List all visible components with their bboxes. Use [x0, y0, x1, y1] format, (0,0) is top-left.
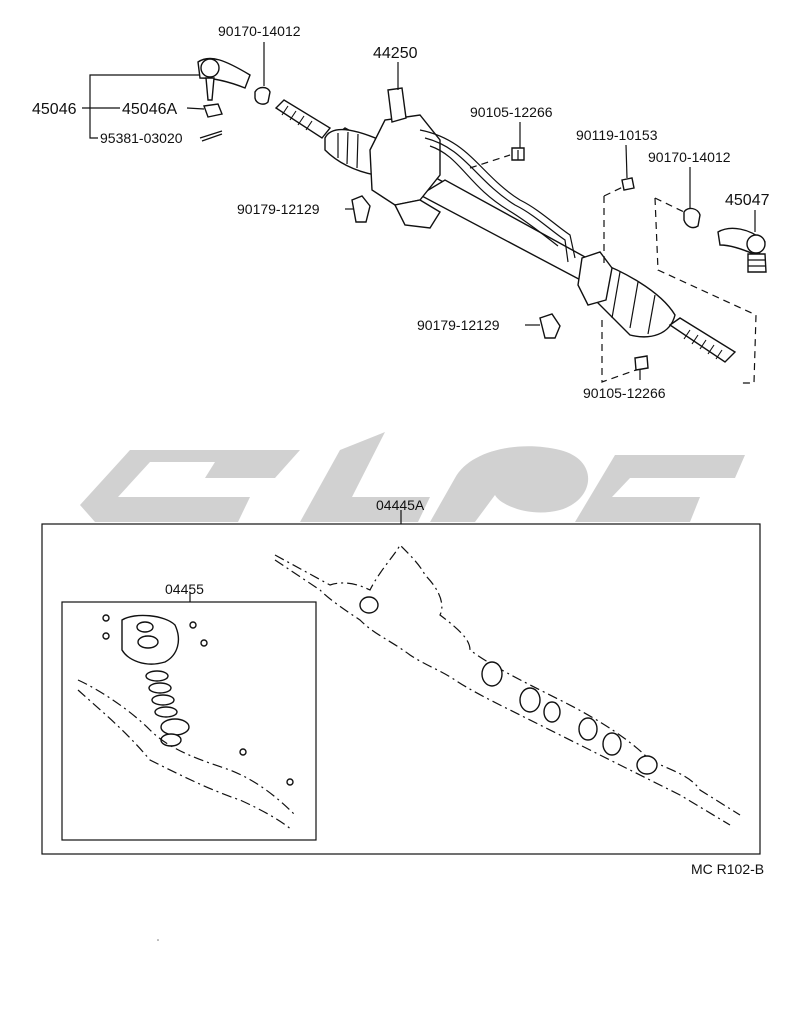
bolt-lower	[634, 355, 649, 371]
callout-clamp-lh: 90170-14012	[218, 23, 301, 39]
bolt-upper	[511, 147, 525, 161]
clamp-left	[254, 86, 271, 105]
clamp-right	[683, 207, 701, 229]
callout-tie-end-lh: 45046	[32, 101, 77, 118]
bracket-left	[351, 195, 371, 223]
bracket-right	[539, 313, 561, 339]
valve-kit-box	[61, 592, 317, 841]
tie-rod-end-left	[197, 57, 251, 101]
callout-tie-end-rh: 45047	[725, 192, 770, 209]
tie-rod-end-right	[717, 227, 767, 273]
callout-valve-kit: 04455	[165, 581, 204, 597]
bolt-small	[621, 177, 635, 191]
callout-bolt-upper: 90105-12266	[470, 104, 553, 120]
company-logo-watermark	[80, 432, 745, 522]
callout-gear-assy: 44250	[373, 45, 418, 62]
callout-bracket-left: 90179-12129	[237, 201, 320, 217]
gasket-kit-rack-outline	[274, 543, 741, 826]
gasket-kit-box	[41, 510, 761, 855]
nut-left	[203, 103, 223, 118]
callout-bolt-small: 90119-10153	[576, 127, 658, 143]
callout-cotter-pin: 95381-03020	[100, 130, 183, 146]
callout-gasket-kit: 04445A	[376, 497, 425, 513]
valve-kit-parts	[77, 614, 296, 831]
callout-clamp-rh: 90170-14012	[648, 149, 731, 165]
callout-bolt-lower: 90105-12266	[583, 385, 666, 401]
reference-code: MC R102-B	[691, 861, 764, 877]
cotter-pin-left	[199, 130, 223, 142]
callout-bracket-right: 90179-12129	[417, 317, 500, 333]
callout-tie-end-sub: 45046A	[122, 101, 177, 118]
steering-rack-assembly	[274, 87, 737, 363]
